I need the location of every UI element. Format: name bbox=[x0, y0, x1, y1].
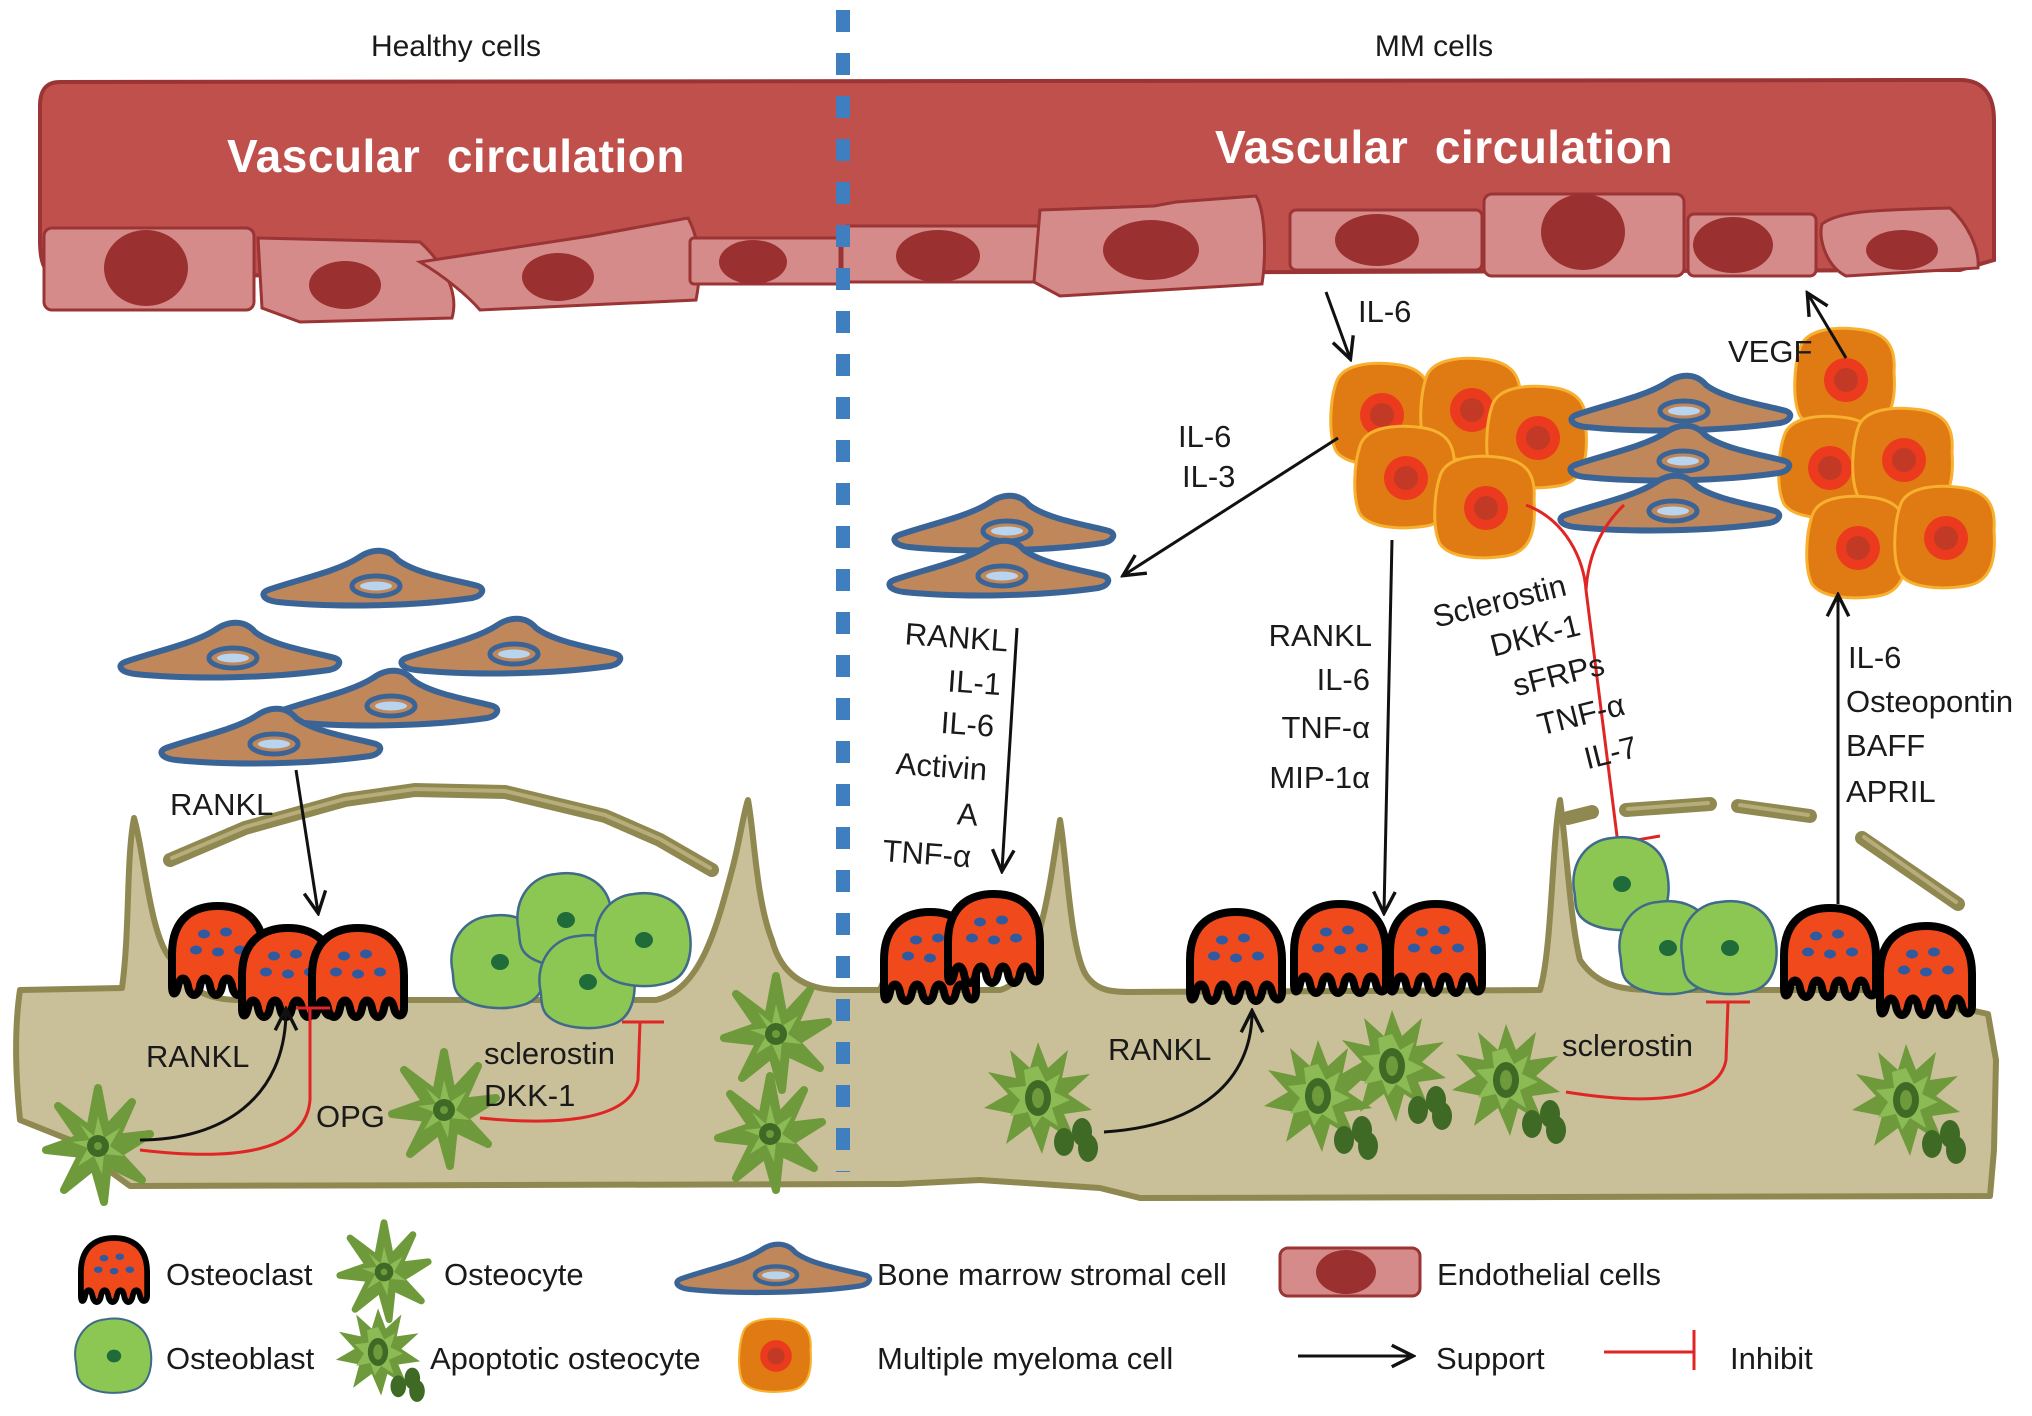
mm-osteocyte-rankl-arrow bbox=[1103, 1012, 1252, 1134]
mm-osteocyte-rankl-label: RANKL bbox=[1108, 1032, 1211, 1067]
myeloma-cluster-center bbox=[1329, 356, 1588, 560]
bone-lining-mm bbox=[1561, 797, 1965, 911]
legend-osteoclast: Osteoclast bbox=[81, 1238, 313, 1302]
svg-text:IL-6: IL-6 bbox=[1848, 640, 1901, 675]
vessel bbox=[38, 77, 1996, 324]
svg-text:APRIL: APRIL bbox=[1846, 774, 1936, 809]
svg-text:RANKL: RANKL bbox=[904, 616, 1010, 658]
mm-endothelium-il6-arrow bbox=[1324, 291, 1350, 358]
vegf-arrow bbox=[1808, 294, 1848, 359]
svg-text:IL-6: IL-6 bbox=[940, 705, 996, 744]
legend-support: Support bbox=[1298, 1341, 1545, 1376]
healthy-opg-inhibit bbox=[139, 1006, 330, 1156]
svg-text:Osteoblast: Osteoblast bbox=[166, 1341, 315, 1376]
endothelial-cells-mm bbox=[1032, 192, 1980, 298]
healthy-rankl-label: RANKL bbox=[170, 787, 273, 822]
mm-sclerostin-label: sclerostin bbox=[1562, 1028, 1693, 1063]
svg-text:BAFF: BAFF bbox=[1846, 728, 1925, 763]
svg-text:Osteocyte: Osteocyte bbox=[444, 1257, 584, 1292]
mm-inhibit-labels: Sclerostin DKK-1 sFRPs TNF-α IL-7 bbox=[1429, 568, 1641, 776]
osteocyte-icon bbox=[340, 1223, 428, 1320]
legend-myeloma: Multiple myeloma cell bbox=[738, 1317, 1173, 1393]
svg-text:Inhibit: Inhibit bbox=[1730, 1341, 1813, 1376]
mm-vessel-label: Vascular circulation bbox=[1215, 121, 1673, 173]
healthy-opg-label: OPG bbox=[316, 1099, 385, 1134]
healthy-sclerostin-inhibit bbox=[479, 1020, 664, 1123]
svg-text:IL-7: IL-7 bbox=[1581, 729, 1641, 776]
mm-stromal-cytokine-labels: RANKL IL-1 IL-6 Activin A TNF-α bbox=[881, 616, 1010, 874]
mm-osteoblasts bbox=[1572, 835, 1778, 996]
legend-stromal: Bone marrow stromal cell bbox=[677, 1244, 1227, 1292]
stromal-cell-icon bbox=[677, 1244, 870, 1292]
svg-text:RANKL: RANKL bbox=[1269, 618, 1372, 653]
osteoblast-icon bbox=[74, 1317, 153, 1394]
legend-osteoblast: Osteoblast bbox=[74, 1317, 315, 1394]
mm-stromal-to-osteoclast-arrow bbox=[1002, 627, 1019, 870]
endothelial-cell-icon bbox=[1278, 1246, 1422, 1298]
healthy-stromal-cells bbox=[120, 551, 620, 764]
mm-to-osteoclast-labels: RANKL IL-6 TNF-α MIP-1α bbox=[1269, 618, 1372, 795]
svg-text:Support: Support bbox=[1436, 1341, 1545, 1376]
healthy-panel-header: Healthy cells bbox=[371, 30, 541, 63]
svg-text:MIP-1α: MIP-1α bbox=[1269, 760, 1370, 795]
legend-endothelial: Endothelial cells bbox=[1278, 1246, 1661, 1298]
healthy-osteocyte-rankl-label: RANKL bbox=[146, 1039, 249, 1074]
osteoclast-icon bbox=[81, 1238, 147, 1302]
legend-osteocyte: Osteocyte bbox=[340, 1223, 584, 1320]
healthy-rankl-arrow bbox=[294, 769, 318, 912]
svg-text:Apoptotic osteocyte: Apoptotic osteocyte bbox=[430, 1341, 701, 1376]
svg-text:IL-1: IL-1 bbox=[947, 663, 1003, 702]
svg-text:IL-6: IL-6 bbox=[1317, 662, 1370, 697]
svg-text:Osteoclast: Osteoclast bbox=[166, 1257, 313, 1292]
apoptotic-osteocyte-icon bbox=[335, 1308, 425, 1402]
svg-text:TNF-α: TNF-α bbox=[1281, 710, 1370, 745]
osteoclast-to-mm-labels: IL-6 Osteopontin BAFF APRIL bbox=[1846, 640, 2013, 809]
legend-inhibit: Inhibit bbox=[1604, 1330, 1813, 1376]
mm-sclerostin-inhibit bbox=[1565, 1000, 1750, 1101]
legend-apoptotic: Apoptotic osteocyte bbox=[335, 1308, 701, 1402]
mm-to-osteoclast-arrow bbox=[1384, 539, 1392, 912]
svg-text:Bone marrow stromal cell: Bone marrow stromal cell bbox=[877, 1257, 1227, 1292]
endothelial-cells-healthy bbox=[42, 216, 1044, 324]
myeloma-cell-icon bbox=[738, 1317, 812, 1393]
healthy-vessel-label: Vascular circulation bbox=[227, 130, 685, 182]
svg-text:Activin: Activin bbox=[895, 746, 989, 787]
svg-text:A: A bbox=[956, 796, 979, 832]
mm-endothelium-il6-label: IL-6 bbox=[1358, 294, 1411, 329]
mm-stromal-cells-right bbox=[1560, 376, 1790, 531]
mm-panel-header: MM cells bbox=[1375, 30, 1493, 63]
inhibit-line-icon bbox=[1604, 1330, 1696, 1370]
svg-text:TNF-α: TNF-α bbox=[881, 833, 972, 874]
vegf-label: VEGF bbox=[1728, 334, 1812, 369]
svg-text:Multiple myeloma cell: Multiple myeloma cell bbox=[877, 1341, 1173, 1376]
bone-lining-healthy bbox=[163, 782, 719, 877]
mm-stromal-cells-left bbox=[889, 496, 1113, 596]
legend: Osteoclast Osteocyte Bone marrow stromal… bbox=[74, 1223, 1813, 1402]
healthy-osteocyte-rankl-arrow bbox=[139, 1010, 286, 1142]
svg-text:Endothelial cells: Endothelial cells bbox=[1437, 1257, 1661, 1292]
svg-text:Osteopontin: Osteopontin bbox=[1846, 684, 2013, 719]
mm-to-stromal-arrow bbox=[1124, 436, 1339, 575]
